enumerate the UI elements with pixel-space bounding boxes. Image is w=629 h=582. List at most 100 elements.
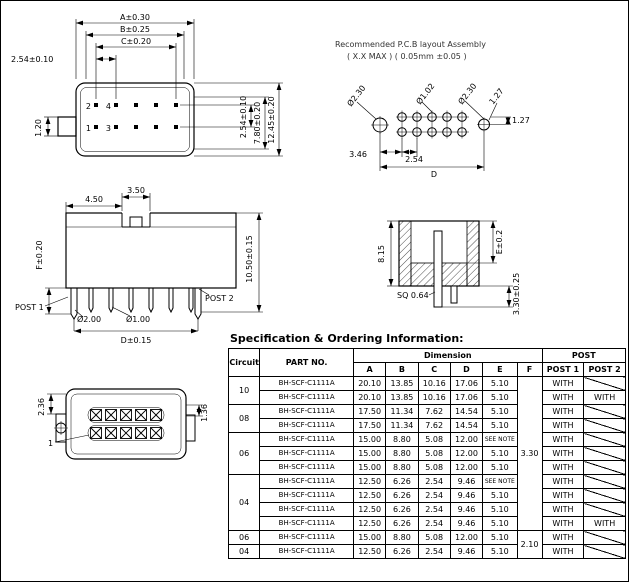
col-dim-e: E: [482, 362, 518, 377]
bottom-view: 2.36 1.36 1: [37, 388, 209, 460]
part-no-cell: BH-SCF-C1111A: [259, 404, 354, 419]
post2-cell: [583, 460, 626, 475]
dim-c-cell: 5.08: [417, 460, 451, 475]
post1-cell: WITH: [541, 404, 585, 419]
part-no-cell: BH-SCF-C1111A: [259, 516, 354, 531]
dim-top-label: 2.36: [37, 398, 46, 416]
post2-cell: [583, 544, 626, 559]
post1-cell: WITH: [541, 488, 585, 503]
dim-a-cell: 15.00: [352, 530, 387, 545]
dia-post-label: Ø2.00: [77, 314, 101, 324]
dim-d-cell: 12.00: [449, 432, 484, 447]
pin-2-label: 2: [86, 102, 91, 111]
dim-d-cell: 12.00: [449, 446, 484, 461]
dim-b-cell: 8.80: [385, 432, 419, 447]
dim-a-cell: 12.50: [352, 544, 387, 559]
dim-tab-label: 1.20: [34, 119, 43, 137]
dim-c-cell: 2.54: [417, 474, 451, 489]
side-view: 4.50 3.50 F±0.20 10.50±0.15 POST 1 POST …: [15, 186, 263, 345]
dim-e-label: E±0.2: [495, 230, 504, 254]
col-post-2: POST 2: [583, 362, 626, 377]
side-view-dim-lines: [44, 193, 263, 334]
post1-cell: WITH: [541, 390, 585, 405]
post2-cell: [583, 446, 626, 461]
col-dim-c: C: [417, 362, 451, 377]
bottom-view-pins: [90, 409, 162, 439]
dim-e-cell: 5.10: [482, 446, 518, 461]
dim-b-cell: 6.26: [385, 516, 419, 531]
dim-d-cell: 9.46: [449, 502, 484, 517]
circuit-cell: 06: [227, 432, 261, 475]
post2-cell: [583, 502, 626, 517]
dim-a-cell: 12.50: [352, 516, 387, 531]
dim-f-cell: 3.30: [516, 376, 543, 531]
post1-cell: WITH: [541, 530, 585, 545]
post2-cell: [583, 530, 626, 545]
col-dim-f: F: [516, 362, 543, 377]
post1-cell: WITH: [541, 502, 585, 517]
side-view-pins: [70, 288, 202, 320]
dim-c-cell: 5.08: [417, 432, 451, 447]
dim-a-cell: 15.00: [352, 460, 387, 475]
top-view-body: [57, 82, 195, 157]
dim-row-pitch-label: 2.54±0.10: [239, 96, 248, 138]
dim-b-cell: 6.26: [385, 488, 419, 503]
dim-pcb-pitch-label: 2.54: [405, 155, 423, 164]
dim-b-cell: 13.85: [385, 376, 419, 391]
dim-c-cell: 2.54: [417, 502, 451, 517]
part-no-cell: BH-SCF-C1111A: [259, 488, 354, 503]
col-circuit: Circuit: [227, 348, 261, 377]
dim-a-cell: 12.50: [352, 502, 387, 517]
dim-e-cell: SEE NOTE: [482, 432, 518, 447]
post2-cell: WITH: [583, 390, 626, 405]
post-1-label: POST 1: [15, 303, 44, 312]
dim-e-cell: 5.10: [482, 516, 518, 531]
part-no-cell: BH-SCF-C1111A: [259, 544, 354, 559]
dim-b-label: B±0.25: [120, 25, 150, 34]
side-view-notch: [121, 213, 151, 228]
dim-right-label: 1.36: [200, 404, 209, 422]
top-view: A±0.30 B±0.25 C±0.20 2.54±0.10 1.20 2.54…: [11, 13, 283, 157]
pin-3-label: 3: [106, 124, 111, 133]
dim-span-label: D±0.15: [121, 336, 152, 345]
dim-c-cell: 5.08: [417, 530, 451, 545]
dim-c-cell: 10.16: [417, 390, 451, 405]
dia-pin-label: Ø1.00: [126, 314, 150, 324]
dim-b-cell: 11.34: [385, 418, 419, 433]
col-dim-b: B: [385, 362, 419, 377]
top-view-dim-lines: [44, 19, 283, 157]
post-2-pin: [194, 288, 202, 320]
dim-a-cell: 15.00: [352, 432, 387, 447]
post-2-label: POST 2: [205, 294, 234, 303]
spec-section: Specification & Ordering Information: Ci…: [227, 332, 627, 559]
dim-c-cell: 7.62: [417, 404, 451, 419]
dim-a-cell: 17.50: [352, 418, 387, 433]
pin-slot: [90, 409, 102, 421]
dim-offset-diag-label: 1.27: [487, 87, 505, 107]
dim-e-cell: 5.10: [482, 460, 518, 475]
section-center-pin: [433, 230, 443, 308]
dim-d-cell: 9.46: [449, 544, 484, 559]
pin-4-label: 4: [106, 102, 111, 111]
circuit-cell: 10: [227, 376, 261, 405]
dim-d-cell: 17.06: [449, 376, 484, 391]
dim-total-height-label: 12.45±0.20: [267, 96, 276, 143]
dim-f-label: F±0.20: [35, 240, 44, 269]
section-view: 8.15 E±0.2 3.30±0.25 SQ 0.64: [377, 220, 521, 315]
post1-cell: WITH: [541, 460, 585, 475]
dim-a-cell: 12.50: [352, 474, 387, 489]
dim-edge-label: 3.46: [349, 150, 367, 159]
part-no-cell: BH-SCF-C1111A: [259, 460, 354, 475]
dim-b-cell: 6.26: [385, 502, 419, 517]
post1-cell: WITH: [541, 376, 585, 391]
dim-d-cell: 12.00: [449, 530, 484, 545]
dim-e-cell: 5.10: [482, 390, 518, 405]
pcb-dim-lines: [356, 100, 511, 171]
